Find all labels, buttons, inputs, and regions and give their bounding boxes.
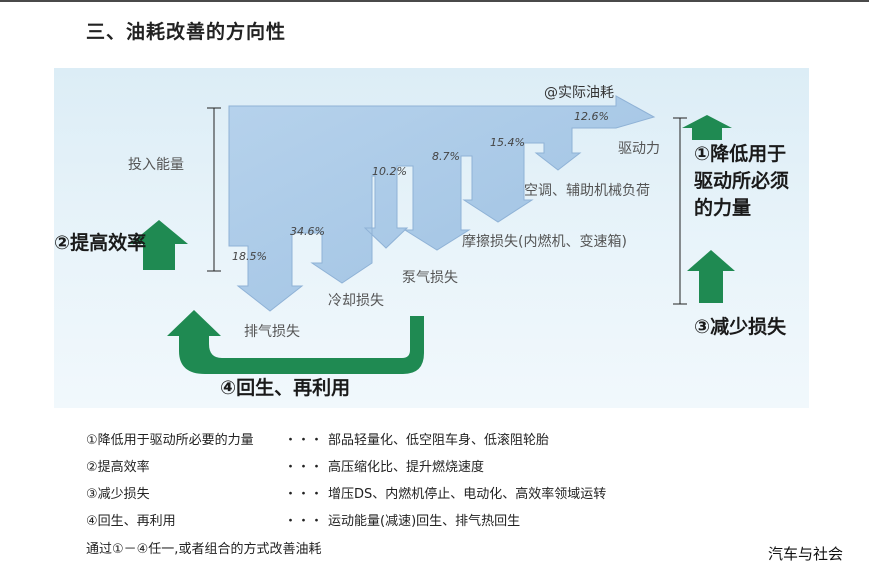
legend-name: ③减少损失 [86,487,150,502]
drive-force-label: 驱动力 [618,141,660,157]
ac-aux-label: 空调、辅助机械负荷 [524,183,650,199]
friction-loss-label: 摩擦损失(内燃机、变速箱) [462,234,627,250]
legend-item: ①降低用于驱动所必要的力量 ・・・ 部品轻量化、低空阻车身、低滚阻轮胎 [86,429,549,448]
legend-desc: 增压DS、内燃机停止、电动化、高效率领域运转 [328,487,607,502]
legend-desc: 运动能量(减速)回生、排气热回生 [328,514,521,529]
pct-pump: 10.2% [372,165,407,178]
legend-item: ④回生、再利用 ・・・ 运动能量(减速)回生、排气热回生 [86,510,520,529]
legend-name: ④回生、再利用 [86,514,176,529]
energy-flow-diagram: @实际油耗 投入能量 驱动力 空调、辅助机械负荷 摩擦损失(内燃机、变速箱) 泵… [54,68,809,408]
regen-label: ④回生、再利用 [220,377,351,399]
regen-loop-arrow-icon [167,310,424,374]
cooling-loss-label: 冷却损失 [328,293,384,309]
pct-exhaust: 18.5% [232,250,267,263]
legend-desc: 部品轻量化、低空阻车身、低滚阻轮胎 [328,433,550,448]
pump-loss-label: 泵气损失 [402,270,458,286]
pct-friction: 8.7% [432,150,460,163]
footer-note: 通过①－④任一,或者组合的方式改善油耗 [86,542,322,557]
pct-ac: 15.4% [490,136,525,149]
energy-flow-shape [228,95,656,312]
flow-graphic [130,95,735,374]
pct-drive: 12.6% [574,110,609,123]
pct-cooling: 34.6% [290,225,325,238]
reduce-drive-label: ①降低用于 驱动所必须 的力量 [694,143,790,219]
legend-dots: ・・・ [284,460,324,475]
legend-desc: 高压缩化比、提升燃烧速度 [328,460,485,475]
arrow-up-icon [687,250,735,303]
brand-watermark: 汽车与社会 [768,545,844,563]
exhaust-loss-label: 排气损失 [244,324,300,340]
reduce-loss-label: ③减少损失 [694,316,787,338]
legend-dots: ・・・ [284,433,324,448]
top-border [0,0,869,2]
legend-dots: ・・・ [284,487,324,502]
arrow-up-icon [682,115,732,140]
efficiency-label: ②提高效率 [54,232,147,254]
input-energy-label: 投入能量 [128,157,184,173]
legend-dots: ・・・ [284,514,324,529]
legend-name: ②提高效率 [86,460,150,475]
legend-name: ①降低用于驱动所必要的力量 [86,433,254,448]
arrow-up-icon [130,220,188,270]
page-title: 三、油耗改善的方向性 [86,21,287,43]
actual-fuel-label: @实际油耗 [544,85,614,101]
legend-item: ③减少损失 ・・・ 增压DS、内燃机停止、电动化、高效率领域运转 [86,483,606,502]
legend-item: ②提高效率 ・・・ 高压缩化比、提升燃烧速度 [86,456,484,475]
